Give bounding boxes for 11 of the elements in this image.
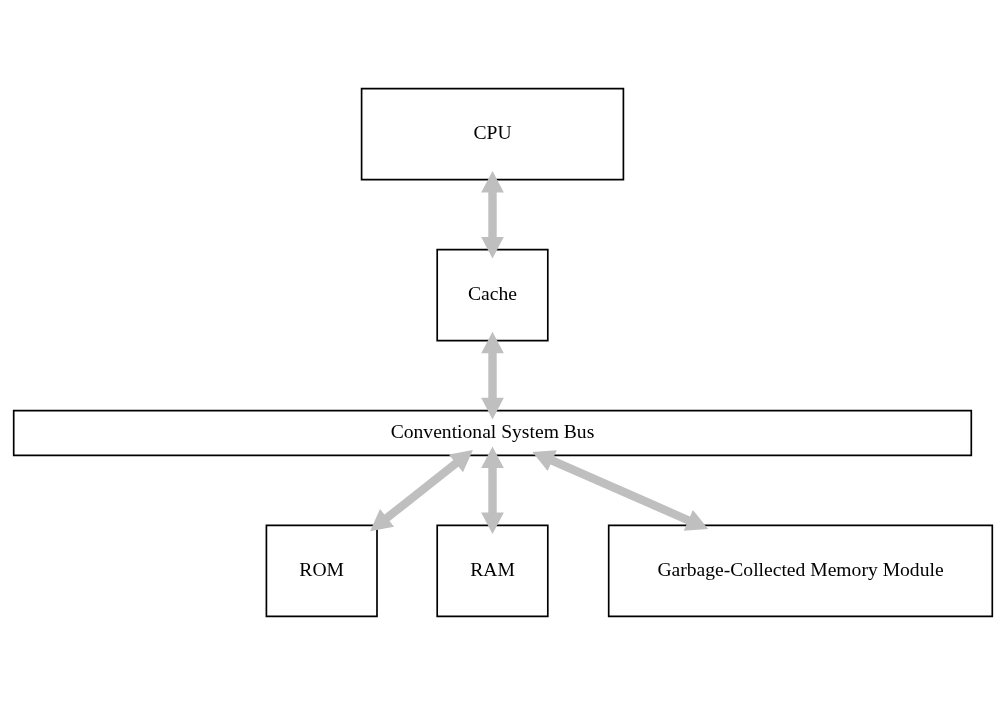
node-box: Garbage-Collected Memory Module — [607, 524, 994, 617]
arrow — [481, 445, 504, 534]
arrow — [370, 449, 473, 531]
node-box: Conventional System Bus — [12, 409, 973, 456]
arrow — [532, 449, 709, 531]
arrow — [481, 331, 504, 419]
arrow — [481, 170, 504, 259]
node-box: RAM — [436, 524, 549, 617]
node-box: Cache — [436, 248, 549, 341]
node-box: ROM — [265, 524, 378, 617]
node-box: CPU — [360, 87, 625, 180]
